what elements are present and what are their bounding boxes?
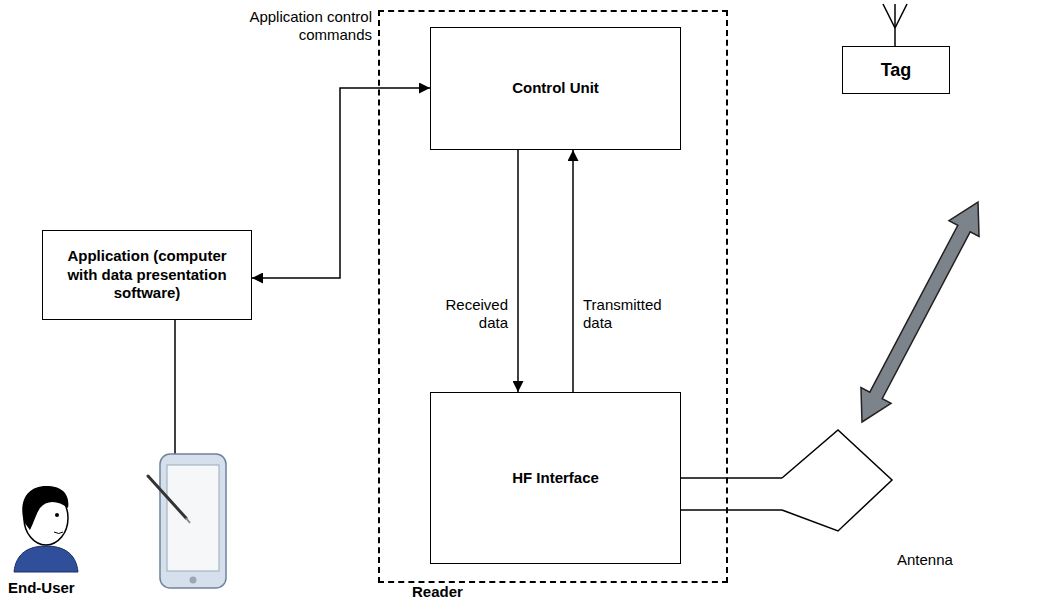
connector-line — [681, 509, 782, 511]
tablet-wire — [174, 318, 176, 454]
antenna-arm — [895, 4, 907, 28]
edge-label: Transmitted data — [583, 296, 683, 332]
connector-line — [681, 477, 782, 479]
connector-line — [517, 150, 519, 392]
connector — [252, 88, 430, 278]
user-hair — [22, 486, 68, 530]
antenna-symbol: Antenna — [782, 428, 894, 533]
wireless-link-arrow — [861, 202, 979, 422]
reader-boundary: ReaderControl UnitHF Interface — [378, 10, 728, 583]
tablet-icon — [148, 454, 226, 588]
user-label: End-User — [8, 579, 75, 597]
user-shirt — [14, 546, 78, 572]
connector — [573, 150, 574, 392]
node-label: Control Unit — [512, 79, 599, 98]
antenna-mast — [894, 4, 896, 46]
node-label: Application (computer with data presenta… — [55, 247, 239, 303]
tablet-button — [190, 577, 197, 584]
tablet-body — [160, 454, 226, 588]
node-heading: Antenna — [897, 551, 953, 570]
tablet-screen — [167, 465, 219, 571]
user-mouth — [54, 532, 63, 534]
connector-line — [252, 88, 430, 278]
connector — [861, 202, 979, 422]
stylus — [148, 476, 186, 518]
node-label: Tag — [881, 59, 912, 82]
process-box: HF Interface — [430, 392, 681, 564]
edge-label: Received data — [420, 296, 508, 332]
connector-line — [572, 150, 574, 392]
tag-antenna-symbol — [883, 4, 907, 46]
edge-label: Application control commands — [208, 8, 372, 44]
stylus-tip — [186, 518, 190, 523]
user-icon — [14, 486, 78, 572]
connector — [681, 478, 782, 510]
antenna-outline — [782, 428, 894, 533]
user-eye — [55, 513, 59, 517]
application-box: Application (computer with data presenta… — [42, 230, 252, 320]
tag-box: Tag — [842, 46, 950, 94]
node-heading: Reader — [412, 583, 463, 602]
antenna-diamond — [782, 430, 892, 531]
process-box: Control Unit — [430, 27, 681, 150]
connector — [518, 150, 519, 392]
antenna-arm — [883, 4, 895, 28]
node-label: HF Interface — [512, 469, 599, 488]
